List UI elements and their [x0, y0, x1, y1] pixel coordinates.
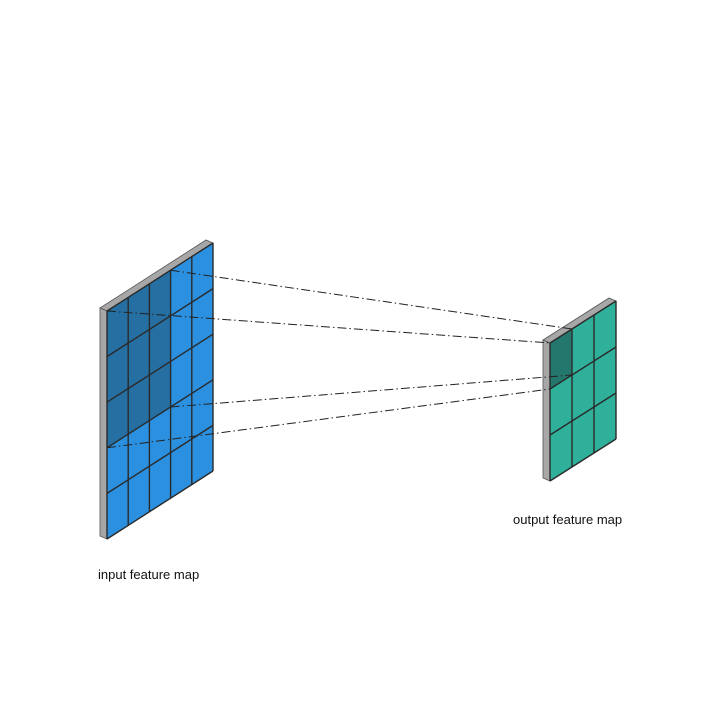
output-map-side-edge — [542, 339, 551, 482]
output-map-grid-row-line — [549, 392, 617, 436]
input-map-grid-row-line — [106, 424, 214, 494]
input-map-grid-row-line — [106, 288, 214, 358]
input-map-grid-row-line — [106, 379, 214, 449]
projection-line-bottom-right — [170, 374, 573, 408]
input-map-grid-row-line — [106, 333, 214, 403]
projection-line-top-left — [106, 310, 551, 344]
output-map-face — [550, 301, 616, 481]
output-highlighted-cell — [550, 329, 572, 389]
input-map-grid-row-line — [106, 470, 214, 540]
output-map-grid-row-line — [549, 438, 617, 482]
input-receptive-field — [107, 270, 171, 448]
input-map-label: input feature map — [98, 567, 199, 582]
input-map-grid-row-line — [106, 242, 214, 312]
output-map-grid-row-line — [549, 346, 617, 390]
projection-line-bottom-left — [106, 388, 551, 449]
receptive-field-projection-lines — [106, 269, 573, 449]
output-map-grid-row-line — [549, 300, 617, 344]
output-feature-map — [542, 297, 617, 482]
input-feature-map — [99, 239, 214, 540]
input-map-grid — [106, 242, 214, 540]
input-map-side-edge — [99, 307, 108, 540]
output-map-grid — [549, 300, 617, 482]
projection-line-top-right — [170, 269, 573, 330]
output-map-label: output feature map — [513, 512, 622, 527]
